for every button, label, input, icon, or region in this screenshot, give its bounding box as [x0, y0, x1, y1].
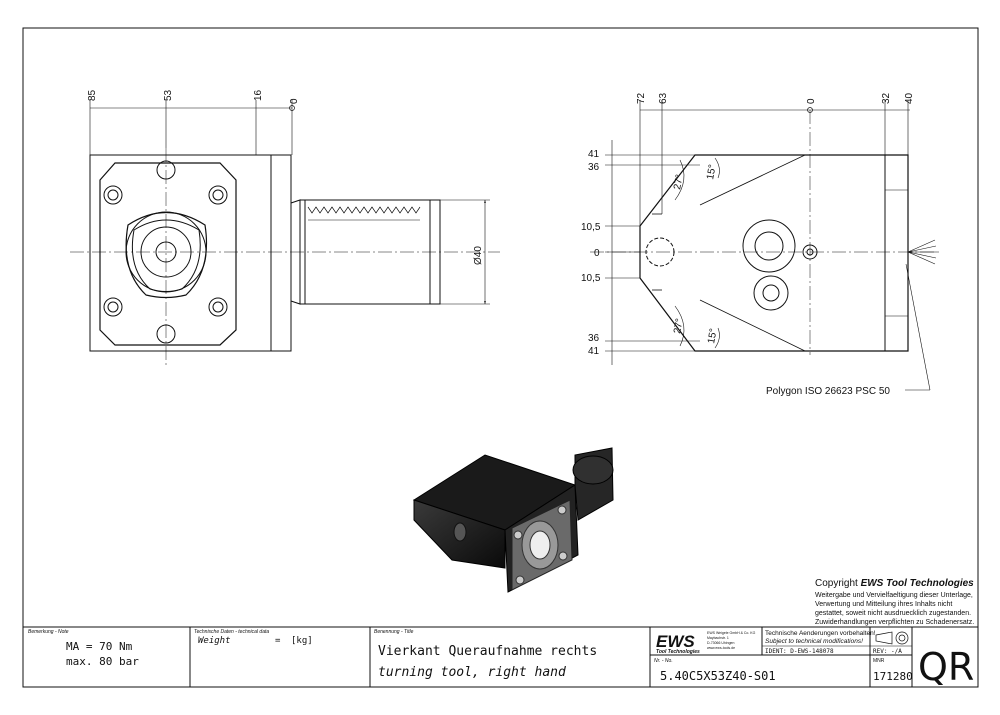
note-line-1: MA = 70 Nm	[66, 640, 133, 653]
title-block-texts: Bemerkung - Note MA = 70 Nm max. 80 bar …	[28, 629, 974, 689]
side-dim-texts: 72 63 0 32 40 41 36 10,5 0 10,5 36 41 27…	[581, 92, 915, 397]
weight-unit: [kg]	[291, 636, 313, 646]
copyright-title: Copyright EWS Tool Technologies	[815, 578, 974, 589]
dim-32: 32	[881, 92, 892, 104]
dim-36-top: 36	[588, 162, 600, 173]
dim-53: 53	[163, 89, 174, 101]
dim-41-top: 41	[588, 149, 600, 160]
dim-105-bottom: 10,5	[581, 273, 601, 284]
title-block	[23, 626, 978, 687]
note-label: Bemerkung - Note	[28, 629, 69, 635]
angle-15-top: 15°	[705, 164, 718, 181]
note-line-2: max. 80 bar	[66, 655, 139, 668]
part-number: 5.40C5X53Z40-S01	[660, 669, 776, 683]
copyright-line-2: Verwertung und Mitteilung ihres Inhalts …	[815, 601, 952, 608]
copyright-block: Copyright EWS Tool Technologies Weiterga…	[815, 578, 974, 626]
notice-english: Subject to technical modifications!	[765, 638, 863, 645]
qr-code-label: QR	[918, 645, 974, 689]
title-label: Benennung - Title	[374, 629, 414, 635]
side-view	[590, 100, 940, 391]
ews-logo: EWS	[656, 632, 695, 651]
dim-85: 85	[87, 89, 98, 101]
company-line-1: EWS Weigele GmbH & Co. KG	[707, 631, 756, 635]
copyright-line-1: Weitergabe und Vervielfaeltigung dieser …	[815, 592, 973, 599]
weight-eq: =	[275, 636, 281, 646]
revision: REV: -/A	[873, 648, 902, 655]
front-view	[70, 100, 500, 365]
dim-72: 72	[636, 92, 647, 104]
number-label: Nr. - No.	[654, 658, 673, 664]
dim-0-side-top: 0	[806, 98, 817, 104]
dim-105-top: 10,5	[581, 222, 601, 233]
sheet-frame	[22, 27, 979, 688]
tech-data-label: Technische Daten - technical data	[194, 629, 269, 635]
company-line-3: D-73066 Uhingen	[707, 641, 734, 645]
title-german: Vierkant Queraufnahme rechts	[378, 644, 597, 659]
ews-logo-sub: Tool Technologies	[656, 649, 700, 655]
angle-15-bottom: 15°	[706, 328, 719, 345]
ident-number: IDENT: D-EWS-148078	[765, 648, 834, 655]
angle-27-top: 27°	[672, 174, 685, 191]
dim-dia40: Ø40	[473, 246, 484, 265]
dim-16: 16	[253, 89, 264, 101]
dim-0-front: 0	[289, 98, 300, 104]
dim-36-bottom: 36	[588, 333, 600, 344]
copyright-line-3: gestattet, soweit nicht ausdruecklich zu…	[815, 610, 971, 617]
title-english: turning tool, right hand	[378, 665, 566, 680]
mnr-label: MNR	[873, 658, 885, 664]
weight-label: Weight	[198, 636, 231, 646]
company-line-4: www.ews-tools.de	[707, 646, 735, 650]
copyright-line-4: Zuwiderhandlungen verpflichten zu Schade…	[815, 619, 974, 626]
angle-27-bottom: 27°	[672, 318, 685, 335]
polygon-label: Polygon ISO 26623 PSC 50	[766, 386, 890, 397]
dim-41-bottom: 41	[588, 346, 600, 357]
tool-3d-view	[412, 447, 614, 593]
company-line-2: Maybachstr. 1	[707, 636, 729, 640]
dim-0-side-left: 0	[594, 248, 600, 259]
notice-german: Technische Aenderungen vorbehalten!	[765, 630, 876, 637]
dim-63: 63	[658, 92, 669, 104]
mnr-number: 171280	[873, 670, 913, 683]
front-dim-texts: 85 53 16 0 Ø40	[87, 89, 484, 265]
dim-40: 40	[904, 92, 915, 104]
